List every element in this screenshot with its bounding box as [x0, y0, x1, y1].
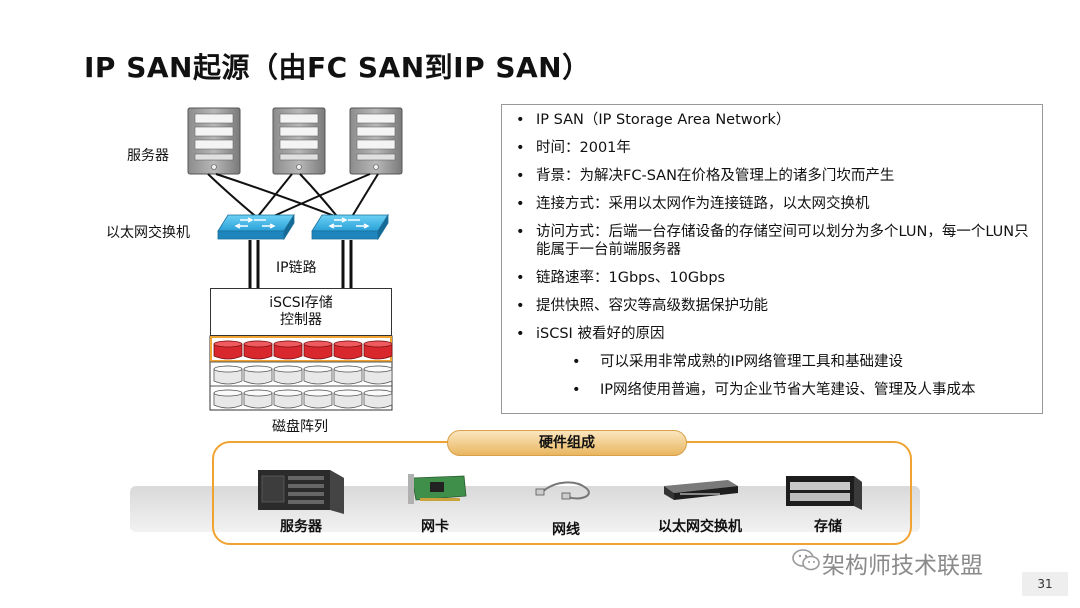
- ip-link-label: IP链路: [276, 260, 317, 276]
- cable-icon: [535, 481, 590, 500]
- wechat-icon: [792, 549, 820, 571]
- disk-array-label: 磁盘阵列: [272, 419, 328, 435]
- hardware-item-storage: 存储: [814, 519, 842, 535]
- watermark: 架构师技术联盟: [822, 553, 983, 579]
- info-list: IP SAN（IP Storage Area Network） 时间：2001年…: [512, 111, 1030, 399]
- controller-line2: 控制器: [280, 312, 322, 328]
- list-item: 访问方式：后端一台存储设备的存储空间可以划分为多个LUN，每一个LUN只能属于一…: [512, 223, 1030, 259]
- storage-icon: [786, 476, 862, 510]
- page-number: 31: [1022, 572, 1068, 596]
- hardware-item-cable: 网线: [552, 522, 580, 538]
- list-item: 链路速率：1Gbps、10Gbps: [512, 269, 1030, 287]
- server-hardware-icon: [258, 470, 344, 514]
- ethernet-switch-icon: [664, 480, 738, 500]
- controller-line1: iSCSI存储: [269, 295, 333, 311]
- hardware-title: 硬件组成: [447, 430, 687, 456]
- sub-list-item: IP网络使用普遍，可为企业节省大笔建设、管理及人事成本: [512, 381, 1030, 399]
- hardware-item-server: 服务器: [280, 519, 322, 535]
- page-title: IP SAN起源（由FC SAN到IP SAN）: [84, 51, 591, 84]
- hardware-item-nic: 网卡: [421, 519, 449, 535]
- ip-san-topology-diagram: [187, 107, 403, 411]
- hardware-item-switch: 以太网交换机: [658, 519, 742, 535]
- switch-label: 以太网交换机: [106, 225, 190, 241]
- list-item: IP SAN（IP Storage Area Network）: [512, 111, 1030, 129]
- list-item: iSCSI 被看好的原因: [512, 325, 1030, 343]
- list-item: 提供快照、容灾等高级数据保护功能: [512, 297, 1030, 315]
- iscsi-controller-box: iSCSI存储 控制器: [210, 288, 392, 336]
- sub-list-item: 可以采用非常成熟的IP网络管理工具和基础建设: [512, 353, 1030, 371]
- info-box: IP SAN（IP Storage Area Network） 时间：2001年…: [501, 104, 1043, 414]
- server-label: 服务器: [127, 148, 169, 164]
- ip-link-lines: [248, 240, 353, 288]
- list-item: 时间：2001年: [512, 139, 1030, 157]
- list-item: 背景：为解决FC-SAN在价格及管理上的诸多门坎而产生: [512, 167, 1030, 185]
- list-item: 连接方式：采用以太网作为连接链路，以太网交换机: [512, 195, 1030, 213]
- nic-card-icon: [408, 474, 467, 504]
